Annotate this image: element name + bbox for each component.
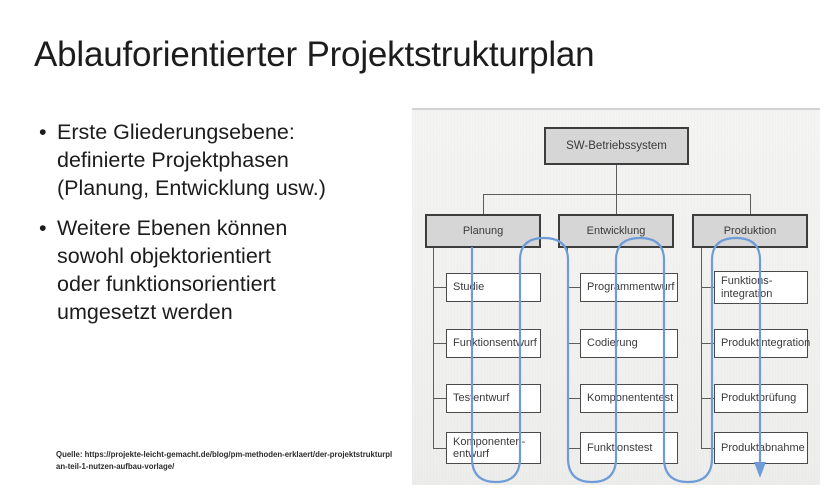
- bullet-line: definierte Projektphasen: [57, 148, 289, 172]
- list-item: • Erste Gliederungsebene: definierte Pro…: [36, 118, 406, 202]
- page-title: Ablauforientierter Projektstrukturplan: [34, 35, 595, 74]
- task-node: Codierung: [580, 329, 678, 358]
- stub-produktion-2: [701, 343, 714, 345]
- stub-entwicklung-4: [567, 448, 580, 450]
- task-node: Produktprüfung: [714, 384, 808, 413]
- bullet-line: umgesetzt werden: [57, 300, 233, 324]
- bullet-line: oder funktionsorientiert: [57, 272, 276, 296]
- stub-planung-4: [433, 448, 446, 450]
- connector-to-planung: [483, 194, 485, 214]
- task-node: Funktionstest: [580, 432, 678, 464]
- stub-entwicklung-2: [567, 343, 580, 345]
- task-node: Komponenten- entwurf: [446, 432, 541, 464]
- task-node: Komponententest: [580, 384, 678, 413]
- bullet-list: • Erste Gliederungsebene: definierte Pro…: [36, 118, 406, 338]
- task-node: Produktabnahme: [714, 432, 808, 464]
- stub-produktion-1: [701, 287, 714, 289]
- stub-planung-2: [433, 343, 446, 345]
- task-node: Studie: [446, 273, 541, 302]
- project-structure-diagram: SW-Betriebssystem Planung Entwicklung Pr…: [412, 108, 820, 485]
- stub-planung-3: [433, 398, 446, 400]
- stub-produktion-4: [701, 448, 714, 450]
- bullet-marker-icon: •: [39, 120, 47, 144]
- bullet-line: (Planung, Entwicklung usw.): [57, 176, 326, 200]
- spine-produktion: [701, 248, 703, 448]
- task-node: Programmentwurf: [580, 273, 678, 302]
- stub-entwicklung-3: [567, 398, 580, 400]
- source-citation: Quelle: https://projekte-leicht-gemacht.…: [56, 450, 393, 471]
- bullet-marker-icon: •: [39, 216, 47, 240]
- stub-planung-1: [433, 287, 446, 289]
- bullet-line: sowohl objektorientiert: [57, 244, 271, 268]
- bullet-line: Erste Gliederungsebene:: [57, 120, 295, 144]
- phase-node-planung: Planung: [425, 214, 541, 248]
- spine-entwicklung: [567, 248, 569, 448]
- phase-node-produktion: Produktion: [692, 214, 808, 248]
- list-item: • Weitere Ebenen können sowohl objektori…: [36, 214, 406, 326]
- task-node: Testentwurf: [446, 384, 541, 413]
- diagram-root-node: SW-Betriebssystem: [544, 127, 689, 165]
- flow-arrowhead-icon: [754, 462, 766, 478]
- stub-produktion-3: [701, 398, 714, 400]
- bullet-line: Weitere Ebenen können: [57, 216, 288, 240]
- task-node: Funktionsentwurf: [446, 329, 541, 358]
- phase-node-entwicklung: Entwicklung: [558, 214, 674, 248]
- connector-to-produktion: [750, 194, 752, 214]
- connector-to-entwicklung: [616, 194, 618, 214]
- spine-planung: [433, 248, 435, 448]
- connector-root-stem: [616, 165, 618, 194]
- task-node: Funktions- integration: [714, 271, 808, 304]
- stub-entwicklung-1: [567, 287, 580, 289]
- task-node: Produktintegration: [714, 329, 810, 358]
